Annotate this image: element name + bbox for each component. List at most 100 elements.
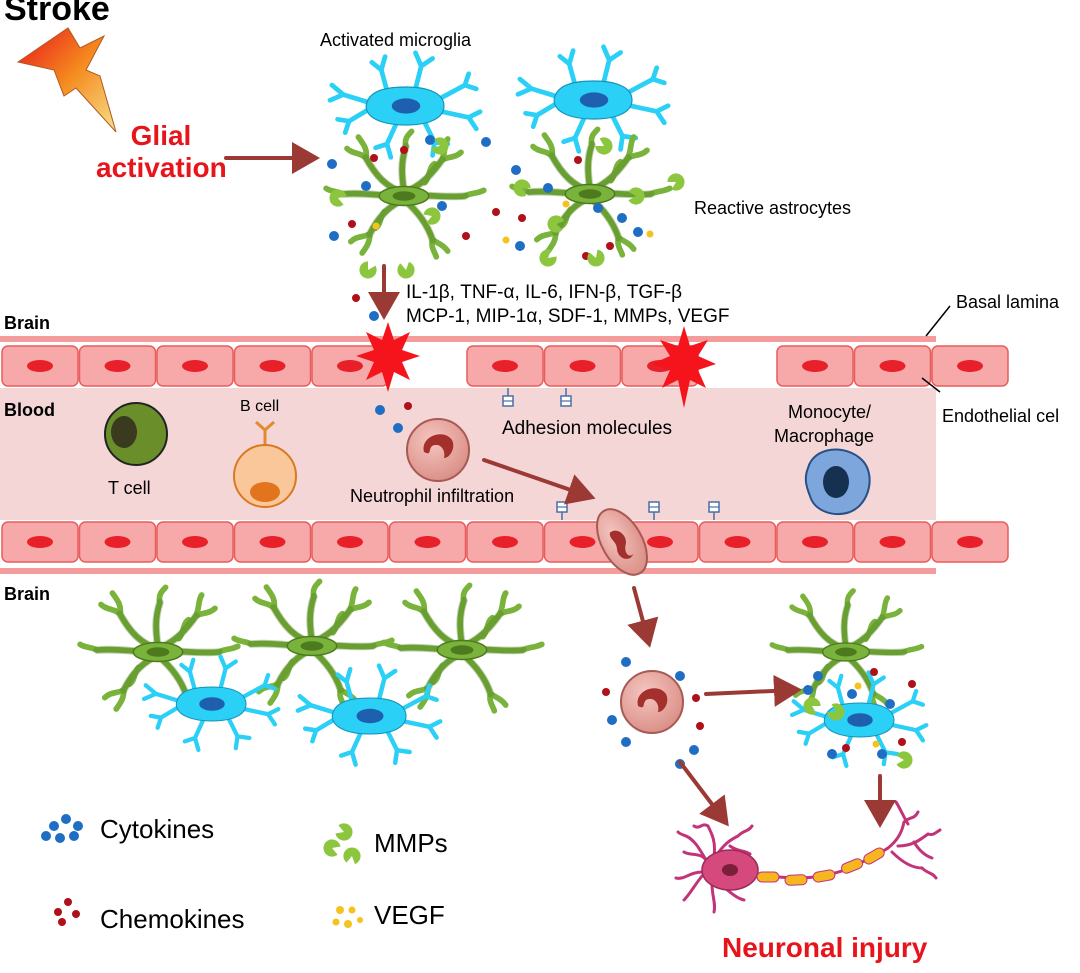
label-monocyte: Monocyte/: [788, 402, 872, 422]
label-reactive-astrocytes: Reactive astrocytes: [694, 198, 852, 218]
chemokine-dot: [606, 242, 614, 250]
label-brain-top: Brain: [4, 313, 51, 333]
label-basal-lamina: Basal lamina: [956, 292, 1060, 312]
cytokine-dot: [813, 671, 823, 681]
cytokine-dot: [689, 745, 699, 755]
label-adhesion-molecules: Adhesion molecules: [502, 418, 673, 439]
barrier-breach-right-icon: [652, 326, 716, 408]
chemokine-dot: [898, 738, 906, 746]
cytokine-dot: [481, 137, 491, 147]
chemokine-dot: [908, 680, 916, 688]
monocyte-macrophage: [804, 448, 871, 515]
basal-lamina: [0, 336, 936, 574]
vegf-dot: [646, 230, 654, 238]
legend-cytokines-label: Cytokines: [100, 814, 215, 844]
vegf-dot: [502, 236, 510, 244]
cytokine-dot: [633, 227, 643, 237]
cytokine-dot: [617, 213, 627, 223]
molecule-dots: [327, 134, 916, 769]
label-macrophage: Macrophage: [774, 426, 875, 446]
mmp-mark: [356, 259, 380, 282]
mmp-mark: [896, 751, 913, 769]
chemokine-dot: [404, 402, 412, 410]
cytokine-dot: [607, 715, 617, 725]
astrocyte-5: [384, 585, 542, 710]
mmp-mark: [585, 248, 608, 269]
endothelial-row-top: [1, 345, 1009, 387]
mmp-mark: [535, 246, 560, 271]
cytokine-dot: [329, 231, 339, 241]
barrier-breach-left-icon: [356, 322, 420, 392]
mmp-mark: [396, 261, 416, 280]
chemokine-dot: [348, 220, 356, 228]
label-endothelial-cell: Endothelial cel: [942, 406, 1060, 426]
chemokine-dot: [696, 722, 704, 730]
neutrophil-transmigrating: [596, 508, 648, 576]
legend-chemokines-label: Chemokines: [100, 904, 245, 934]
label-t-cell: T cell: [108, 478, 151, 498]
label-brain-bottom: Brain: [4, 584, 51, 604]
legend-cytokines-icon: [41, 814, 83, 843]
microglia-4: [298, 666, 440, 765]
trigger-label: Glial activation: [96, 120, 227, 183]
cytokine-dot: [511, 165, 521, 175]
cytokine-dot: [515, 241, 525, 251]
lightning-bolt-icon: [16, 27, 117, 133]
cytokine-dot: [543, 183, 553, 193]
chemokine-dot: [692, 694, 700, 702]
cytokine-dot: [621, 737, 631, 747]
cytokine-dot: [827, 749, 837, 759]
legend-vegf-icon: [332, 906, 363, 928]
vegf-dot: [372, 222, 380, 230]
neuronal-injury-text: Neuronal injury: [722, 932, 928, 963]
cytokine-dot: [437, 201, 447, 211]
neuron: [674, 800, 942, 914]
cytokine-dot: [361, 181, 371, 191]
label-blood: Blood: [4, 400, 55, 420]
b-cell: [233, 420, 297, 508]
cytokine-dot: [393, 423, 403, 433]
cytokine-dot: [593, 203, 603, 213]
chemokine-dot: [518, 214, 526, 222]
chemokine-dot: [492, 208, 500, 216]
astrocyte-2: [512, 129, 670, 254]
mmp-mark: [593, 134, 616, 158]
cytokine-dot: [327, 159, 337, 169]
cytokine-dot: [369, 311, 379, 321]
chemokine-dot: [352, 294, 360, 302]
legend-mmps-label: MMPs: [374, 828, 448, 858]
label-activated-microglia: Activated microglia: [320, 30, 472, 50]
cytokine-dot: [375, 405, 385, 415]
legend-vegf-label: VEGF: [374, 900, 445, 930]
label-neuronal-injury: Neuronal injury: [722, 932, 927, 964]
cytokine-dot: [675, 671, 685, 681]
cytokine-dot: [885, 699, 895, 709]
cytokine-dot: [847, 689, 857, 699]
cytokine-dot: [803, 685, 813, 695]
endothelial-row-bottom: [1, 521, 1009, 563]
leader-lines: [921, 305, 951, 393]
label-cytokine-list-2: MCP-1, MIP-1α, SDF-1, MMPs, VEGF: [406, 306, 730, 327]
legend-chemokines-icon: [54, 898, 80, 926]
cytokine-dot: [877, 749, 887, 759]
chemokine-dot: [842, 744, 850, 752]
vegf-dot: [562, 200, 570, 208]
chemokine-dot: [602, 688, 610, 696]
chemokine-dot: [574, 156, 582, 164]
chemokine-dot: [870, 668, 878, 676]
arrows: [224, 142, 896, 828]
neutrophil-vessel: [406, 418, 470, 482]
label-neutrophil-infiltration: Neutrophil infiltration: [350, 486, 515, 506]
label-cytokine-list-1: IL-1β, TNF-α, IL-6, IFN-β, TGF-β: [406, 282, 682, 303]
microglia-3: [144, 656, 278, 750]
cytokine-dot: [425, 135, 435, 145]
vegf-dot: [854, 682, 862, 690]
t-cell: [104, 402, 168, 466]
legend-mmps-icon: [321, 821, 362, 865]
cytokine-dot: [621, 657, 631, 667]
vegf-dot: [872, 740, 880, 748]
diagram-title: Stroke: [4, 0, 110, 28]
chemokine-dot: [400, 146, 408, 154]
